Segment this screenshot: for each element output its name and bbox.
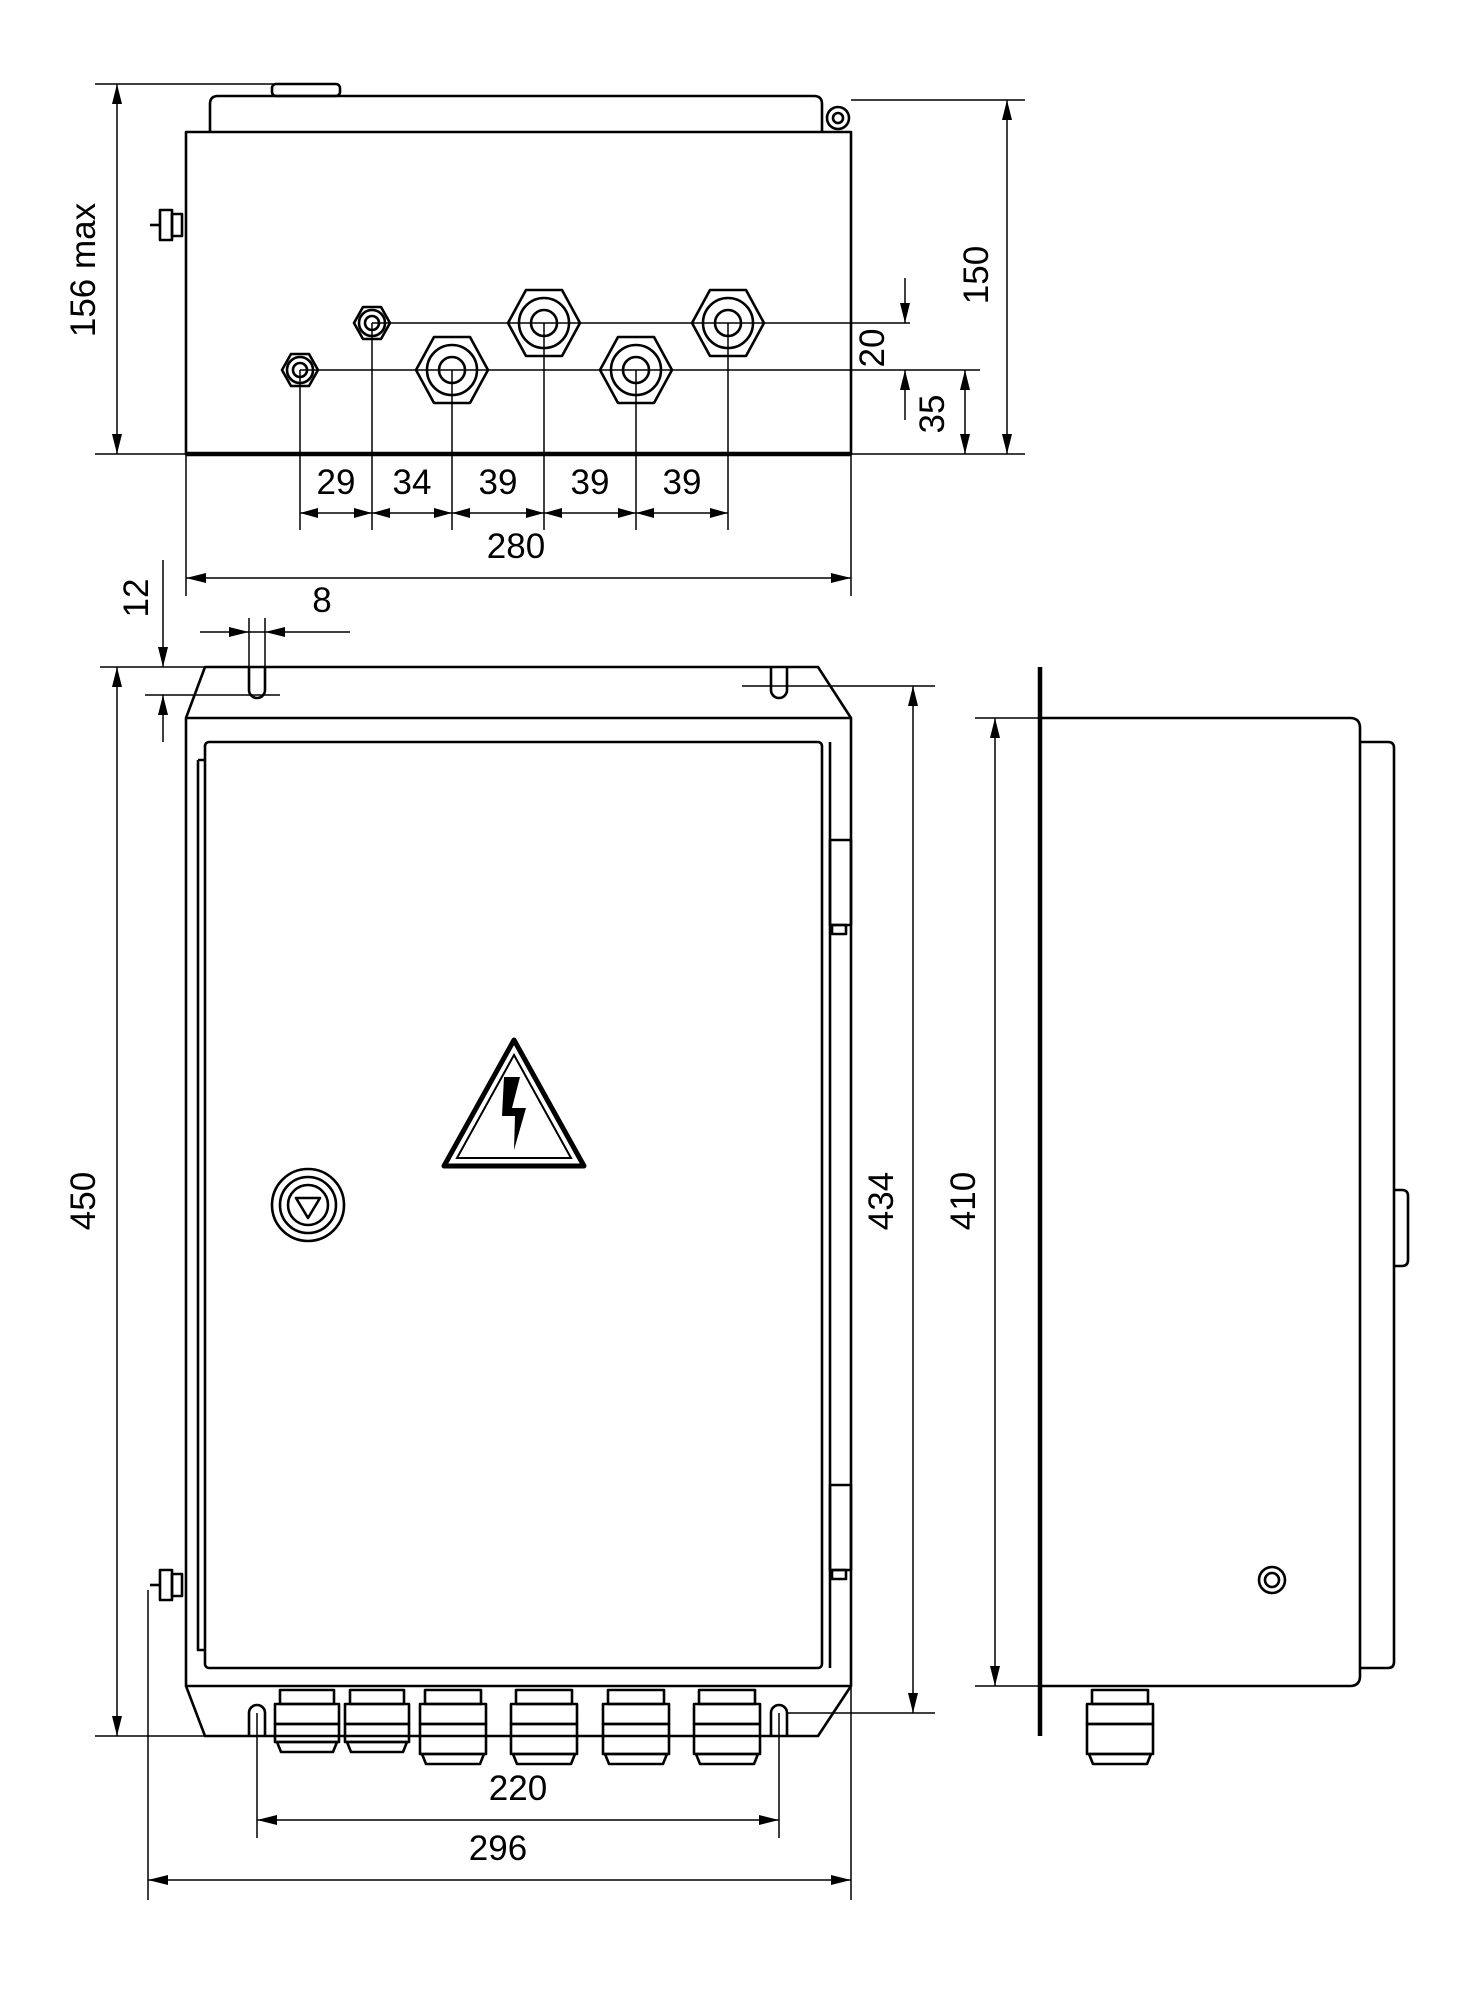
dim-overall-height: 450 — [64, 667, 205, 1737]
side-screw-icon — [1257, 1565, 1287, 1595]
dim-height: 150 — [851, 99, 1025, 455]
label-spacing-2: 34 — [393, 463, 432, 502]
hinge-lower — [828, 1483, 853, 1572]
cable-gland-front-6 — [692, 1688, 762, 1766]
dim-top-width: 280 — [185, 454, 852, 596]
dim-gland-span: 220 — [256, 1713, 780, 1838]
earth-bolt-top — [150, 208, 184, 242]
mount-slot-top-right — [769, 667, 789, 700]
label-height: 150 — [957, 246, 996, 304]
label-gland-span: 220 — [489, 1769, 547, 1808]
label-height-max: 156 max — [64, 202, 103, 337]
top-body — [184, 130, 853, 456]
door-lock-icon — [270, 1167, 346, 1243]
label-slot-height: 12 — [117, 579, 156, 618]
mount-slot-bottom-left — [247, 1703, 267, 1736]
label-top-width: 280 — [487, 527, 545, 566]
label-overall-height: 450 — [64, 1172, 103, 1230]
dim-gland-offset: 20 — [853, 278, 910, 420]
top-lid — [208, 94, 824, 132]
top-hinge — [825, 105, 851, 131]
label-overall-width: 296 — [469, 1829, 527, 1868]
dim-gland-row: 35 — [913, 370, 970, 454]
front-door — [203, 740, 824, 1670]
side-view: 410 — [944, 667, 1410, 1766]
earth-bolt-front — [150, 1568, 184, 1602]
dim-height-max: 156 max — [64, 83, 280, 455]
label-side-height: 410 — [944, 1172, 983, 1230]
mount-slot-top-left — [247, 667, 267, 700]
cable-gland-front-5 — [601, 1688, 671, 1766]
front-body-outline — [184, 665, 853, 1738]
label-spacing-3: 39 — [479, 463, 518, 502]
dim-slot-height: 12 — [100, 560, 280, 742]
label-spacing-5: 39 — [663, 463, 702, 502]
top-view: 156 max 150 20 35 — [64, 82, 1025, 596]
top-lid-knob — [270, 82, 342, 98]
high-voltage-warning-icon — [441, 1037, 587, 1169]
dim-side-height: 410 — [944, 717, 1040, 1687]
cable-gland-side — [1085, 1688, 1155, 1766]
label-gland-offset: 20 — [853, 329, 892, 368]
dim-overall-width: 296 — [147, 1590, 852, 1900]
label-spacing-4: 39 — [571, 463, 610, 502]
side-lock — [1394, 1188, 1410, 1268]
front-view: 12 8 450 434 — [64, 560, 935, 1900]
side-door — [1360, 740, 1396, 1670]
cable-gland-front-4 — [509, 1688, 579, 1766]
cable-gland-front-1 — [273, 1688, 341, 1754]
label-inner-height: 434 — [862, 1172, 901, 1230]
side-body — [1040, 716, 1362, 1688]
label-spacing-1: 29 — [317, 463, 356, 502]
cable-gland-front-3 — [418, 1688, 488, 1766]
label-slot-width: 8 — [312, 581, 331, 620]
hinge-upper — [828, 838, 853, 927]
dim-slot-width: 8 — [200, 581, 350, 667]
label-gland-row: 35 — [913, 395, 952, 434]
dim-inner-height: 434 — [742, 685, 935, 1714]
cable-gland-front-2 — [343, 1688, 411, 1754]
mount-slot-bottom-right — [769, 1703, 789, 1736]
dim-gland-spacing: 29 34 39 39 39 — [299, 323, 729, 530]
